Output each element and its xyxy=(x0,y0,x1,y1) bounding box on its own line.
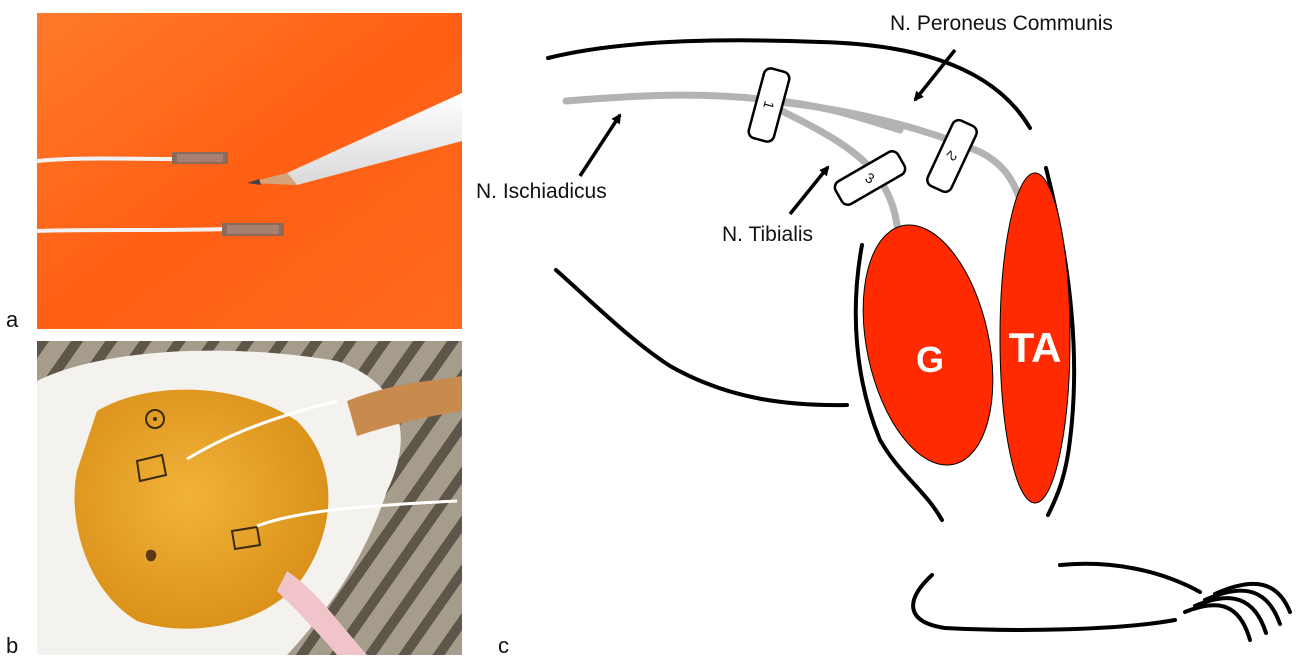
ischiadicus-arrow xyxy=(580,115,620,176)
muscle-label-ta: TA xyxy=(1009,324,1062,371)
label-n-peroneus-communis: N. Peroneus Communis xyxy=(890,12,1113,35)
lower-thigh-outline xyxy=(556,270,847,405)
label-n-ischiadicus: N. Ischiadicus xyxy=(476,180,607,203)
peroneal-nerve xyxy=(760,100,1020,200)
foot-heel-outline xyxy=(913,575,1175,630)
panel-letter-c: c xyxy=(498,633,509,659)
electrode-3: 3 xyxy=(832,149,907,208)
label-n-tibialis: N. Tibialis xyxy=(722,223,813,246)
tibialis-arrow xyxy=(790,167,828,214)
electrode-2: 2 xyxy=(925,118,979,194)
muscle-label-g: G xyxy=(916,339,944,380)
foot-top-outline xyxy=(1060,564,1200,592)
